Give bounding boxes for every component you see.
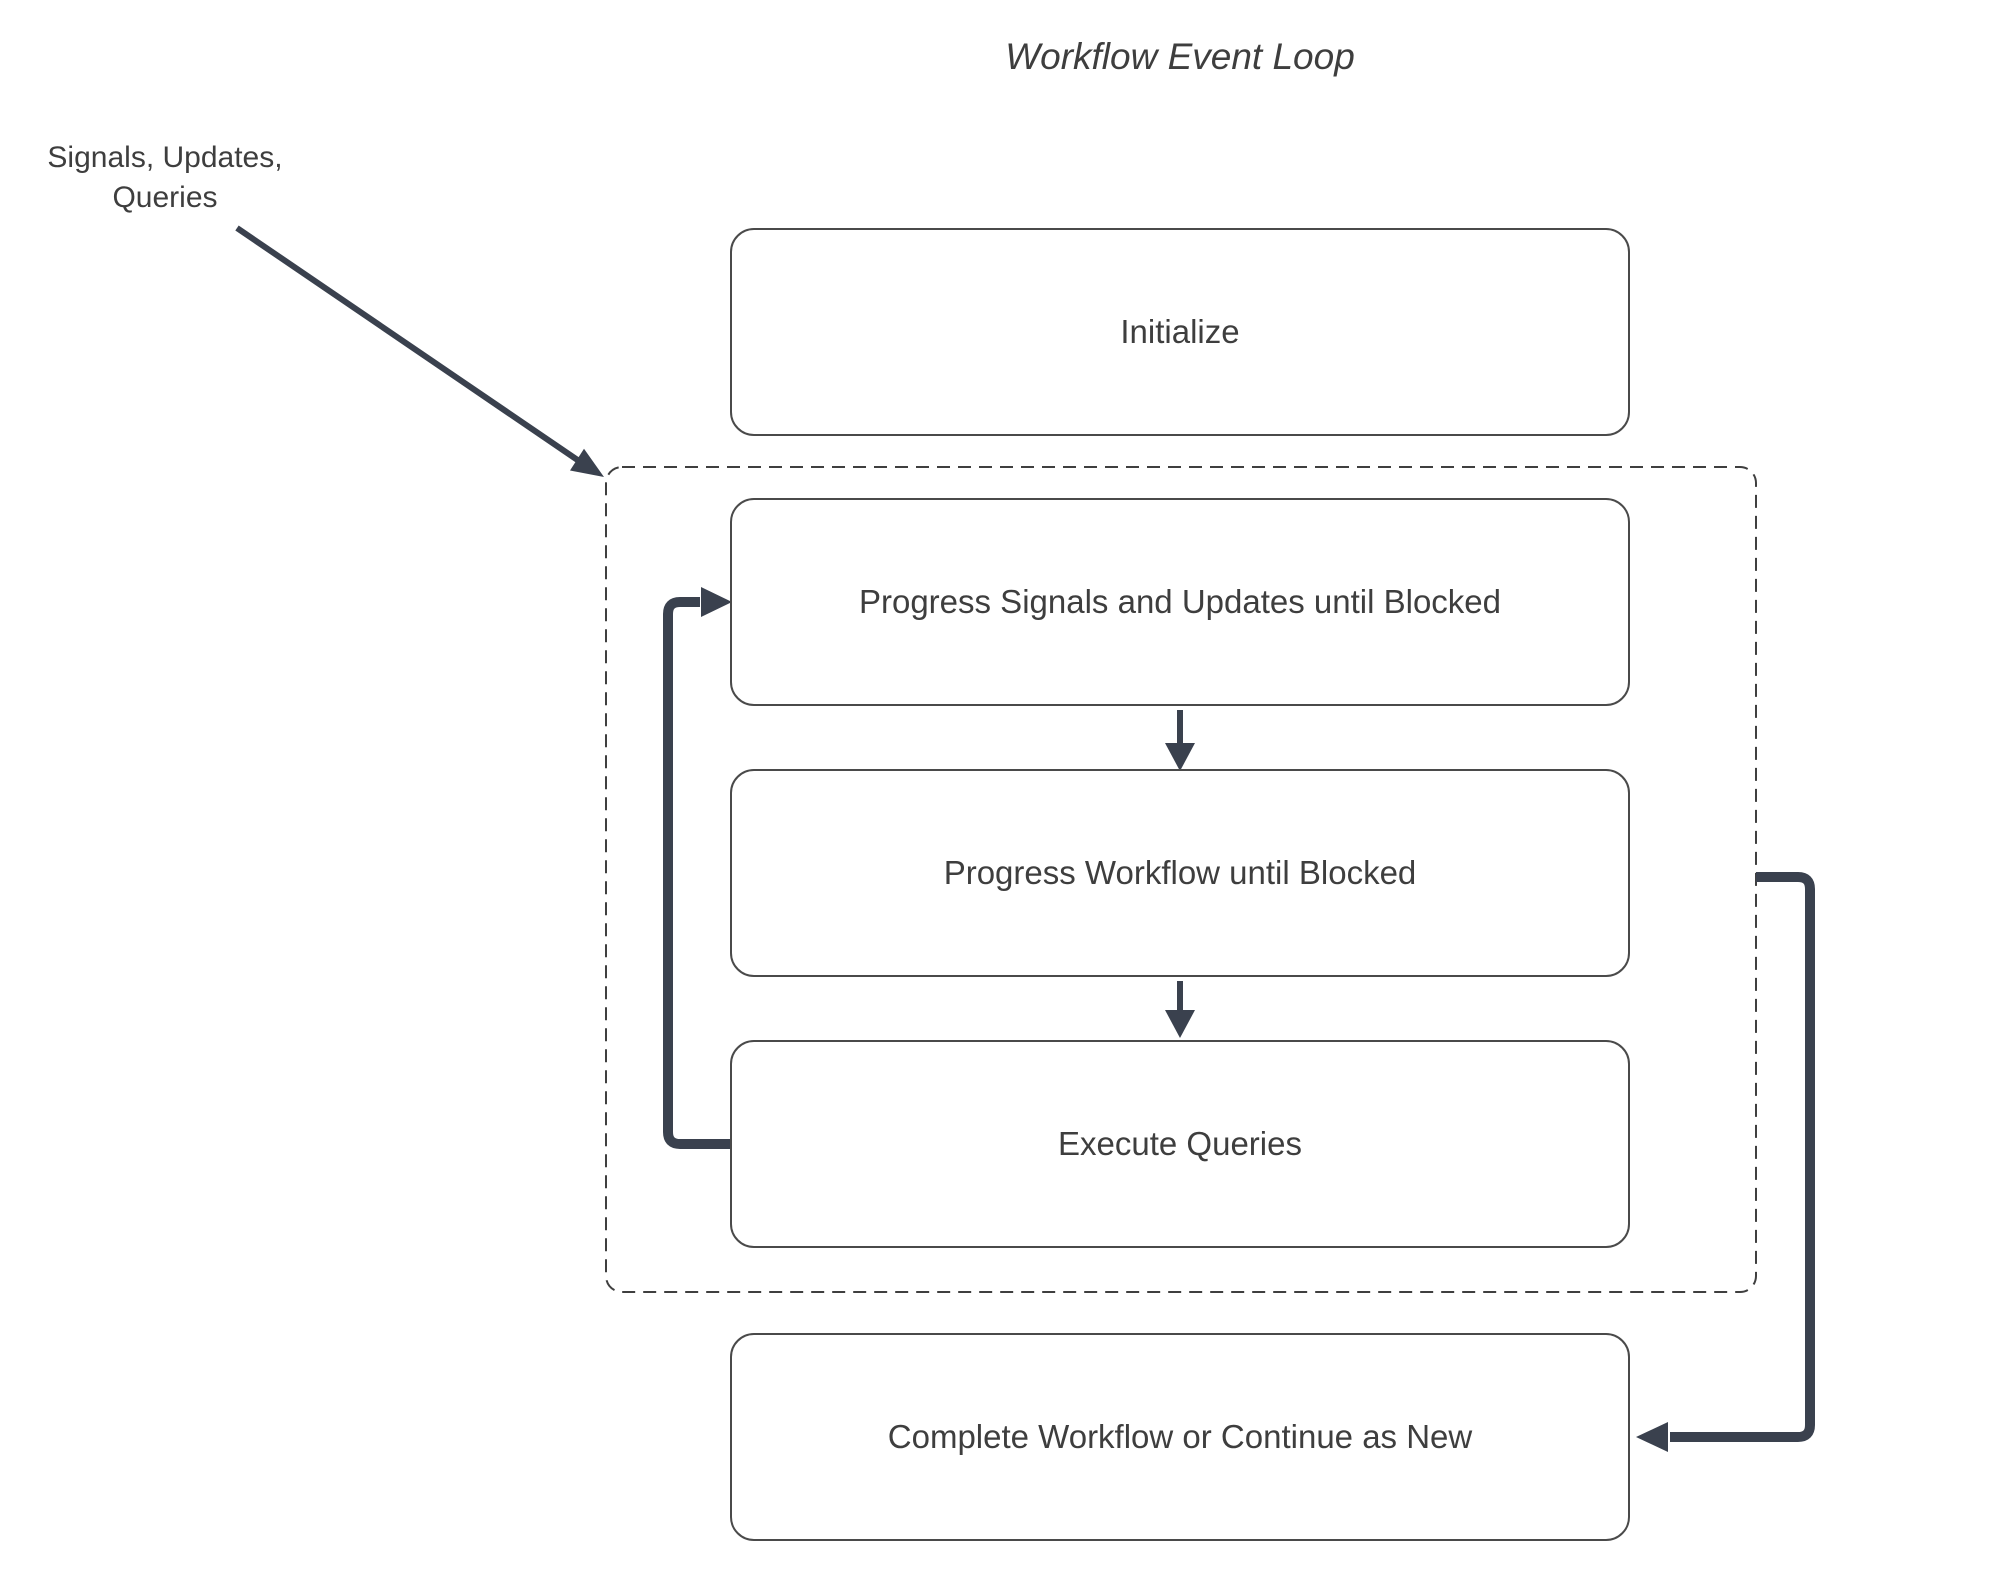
node-progress-signals: Progress Signals and Updates until Block…	[730, 498, 1630, 706]
external-input-label-line1: Signals, Updates,	[47, 141, 283, 174]
exit-to-complete-arrowhead-icon	[1636, 1422, 1668, 1452]
node-initialize-label: Initialize	[1120, 313, 1240, 350]
node-complete-label: Complete Workflow or Continue as New	[887, 1418, 1473, 1455]
node-progress-workflow-label: Progress Workflow until Blocked	[943, 854, 1417, 891]
node-initialize: Initialize	[730, 228, 1630, 436]
external-input-arrowhead-icon	[570, 448, 604, 477]
external-input-arrow	[235, 225, 581, 464]
down-arrowhead-2-icon	[1165, 1010, 1195, 1038]
node-execute-queries-label: Execute Queries	[1058, 1125, 1302, 1162]
node-progress-workflow: Progress Workflow until Blocked	[730, 769, 1630, 977]
page-title: Workflow Event Loop	[1005, 36, 1355, 77]
external-input-label: Signals, Updates, Queries	[10, 138, 320, 218]
node-complete: Complete Workflow or Continue as New	[730, 1333, 1630, 1541]
exit-to-complete-arrow	[1670, 872, 1815, 1442]
loop-back-arrowhead-icon	[701, 587, 732, 617]
loop-back-arrow	[663, 597, 732, 1149]
down-arrowhead-1-icon	[1165, 743, 1195, 771]
node-progress-signals-label: Progress Signals and Updates until Block…	[858, 583, 1502, 620]
external-input-label-line2: Queries	[112, 181, 218, 214]
node-execute-queries: Execute Queries	[730, 1040, 1630, 1248]
